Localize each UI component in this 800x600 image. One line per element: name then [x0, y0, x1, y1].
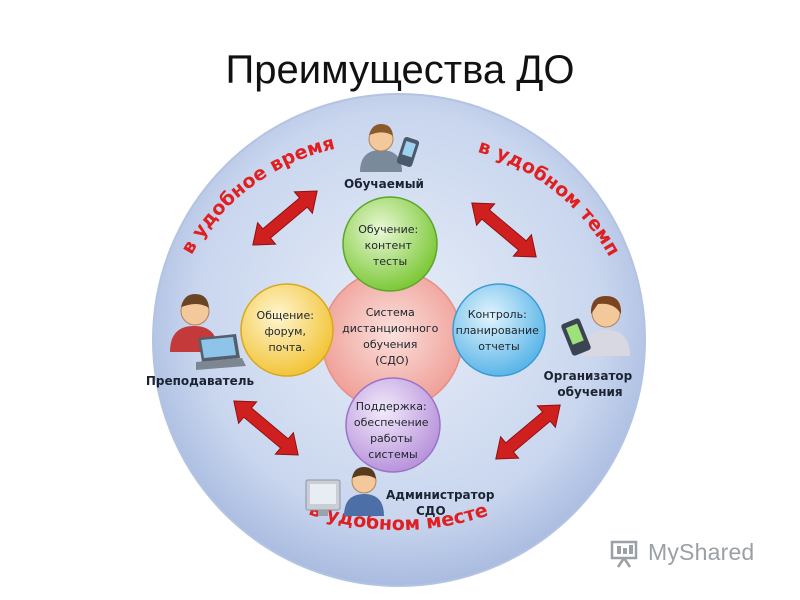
teacher-icon [170, 294, 246, 370]
administrator-icon [305, 467, 384, 516]
center-label: Система дистанционного обучения (СДО) [342, 306, 442, 367]
slide-title: Преимущества ДО [225, 48, 575, 92]
watermark: MyShared [608, 536, 778, 570]
arrow-top-left [252, 190, 318, 246]
node-control-label: Контроль: планирование отчеты [456, 308, 543, 353]
node-training [342, 196, 438, 292]
role-administrator: Администратор СДО [386, 488, 499, 518]
arrow-top-right [471, 202, 537, 258]
myshared-logo-icon [610, 540, 638, 568]
node-communication [240, 283, 334, 377]
role-learner: Обучаемый [344, 177, 424, 191]
learner-icon [360, 124, 420, 172]
organizer-icon [561, 296, 630, 356]
arrow-bottom-right [495, 404, 561, 460]
arrow-bottom-left [233, 400, 299, 456]
node-communication-label: Общение: форум, почта. [257, 309, 318, 354]
node-support [345, 377, 441, 473]
watermark-text: MyShared [648, 539, 755, 565]
role-organizer: Организатор обучения [544, 369, 637, 399]
node-training-label: Обучение: контент тесты [358, 223, 422, 268]
role-teacher: Преподаватель [146, 374, 255, 388]
node-control [452, 283, 546, 377]
node-support-label: Поддержка: обеспечение работы системы [354, 400, 432, 461]
